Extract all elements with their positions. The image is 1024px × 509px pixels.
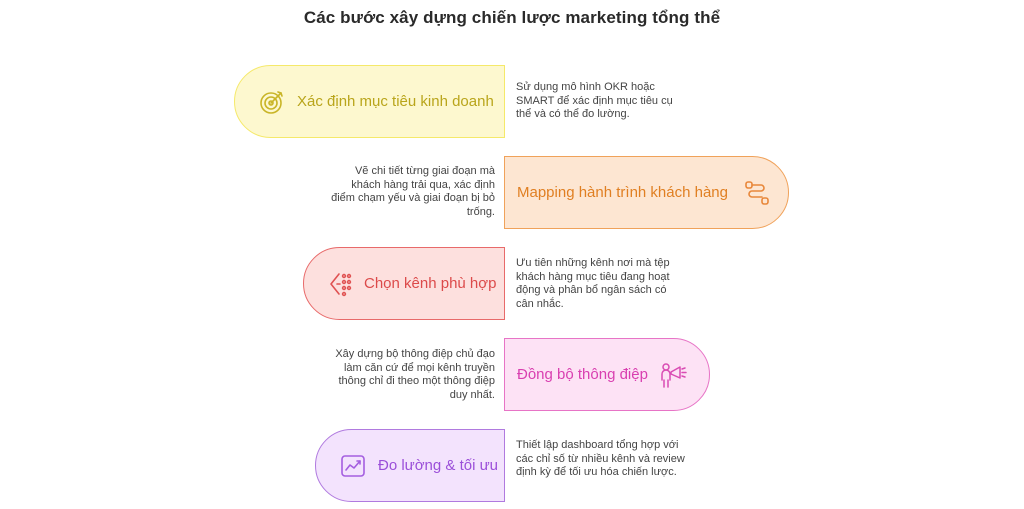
journey-path-icon <box>742 178 772 208</box>
step-4-label: Đồng bộ thông điệp <box>517 366 648 383</box>
diagram-title: Các bước xây dựng chiến lược marketing t… <box>303 8 721 27</box>
step-1-pill: Xác định mục tiêu kinh doanh <box>234 65 505 138</box>
target-icon <box>257 87 287 117</box>
step-4-description: Xây dựng bộ thông điệp chủ đạo làm căn c… <box>335 348 495 401</box>
step-1-label: Xác định mục tiêu kinh doanh <box>297 93 494 110</box>
megaphone-person-icon <box>658 360 688 390</box>
step-5-description: Thiết lập dashboard tổng hợp với các chỉ… <box>516 439 685 478</box>
step-4-pill: Đồng bộ thông điệp <box>504 338 710 411</box>
channel-select-icon <box>326 269 356 299</box>
step-2-label: Mapping hành trình khách hàng <box>517 184 728 201</box>
step-1-description: Sử dụng mô hình OKR hoặc SMART để xác đị… <box>516 81 673 120</box>
step-3-pill: Chọn kênh phù hợp <box>303 247 505 320</box>
step-3-description: Ưu tiên những kênh nơi mà tệp khách hàng… <box>516 257 670 310</box>
step-3-label: Chọn kênh phù hợp <box>364 275 497 292</box>
step-2-description: Vẽ chi tiết từng giai đoạn mà khách hàng… <box>331 165 495 218</box>
step-5-label: Đo lường & tối ưu <box>378 457 498 474</box>
analytics-chart-icon <box>338 451 368 481</box>
step-2-pill: Mapping hành trình khách hàng <box>504 156 789 229</box>
step-5-pill: Đo lường & tối ưu <box>315 429 505 502</box>
